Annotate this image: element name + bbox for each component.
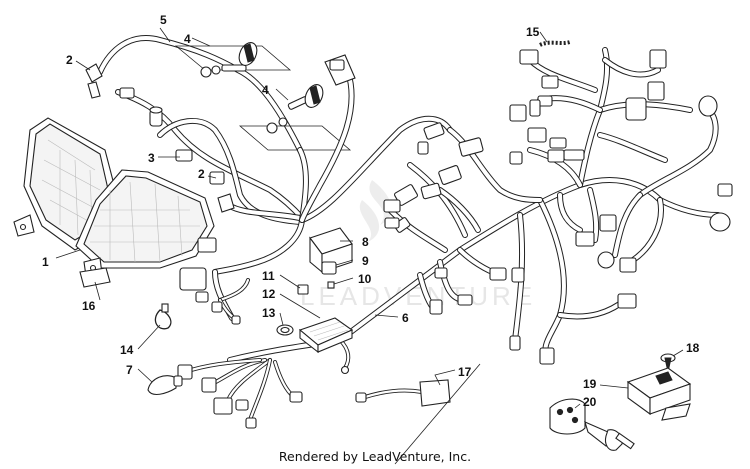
callout-19: 19 bbox=[583, 377, 597, 391]
relay-small bbox=[297, 261, 337, 295]
callout-6: 6 bbox=[402, 311, 409, 325]
bulb-socket-lower bbox=[175, 149, 235, 213]
callout-18: 18 bbox=[686, 341, 700, 355]
callout-14: 14 bbox=[120, 343, 134, 357]
connectors bbox=[177, 49, 733, 429]
callout-10: 10 bbox=[358, 272, 372, 286]
fuse-block bbox=[298, 317, 354, 354]
callout-9: 9 bbox=[362, 254, 369, 268]
key-fob bbox=[549, 398, 635, 451]
watermark-text: LEADVENTURE bbox=[300, 281, 536, 311]
callout-8: 8 bbox=[362, 235, 369, 249]
headlight-right bbox=[75, 169, 215, 277]
callout-numbers: 1 2 2 3 4 4 5 6 7 8 9 10 11 12 13 14 15 … bbox=[42, 13, 700, 409]
callout-3: 3 bbox=[148, 151, 155, 165]
warning-tag bbox=[79, 267, 111, 288]
callout-4: 4 bbox=[262, 83, 269, 97]
clamp bbox=[276, 324, 294, 336]
callout-12: 12 bbox=[262, 287, 276, 301]
callout-17: 17 bbox=[458, 365, 472, 379]
callout-13: 13 bbox=[262, 306, 276, 320]
callout-15: 15 bbox=[526, 25, 540, 39]
callout-2: 2 bbox=[66, 53, 73, 67]
leader-lines bbox=[55, 27, 684, 465]
callout-5: 5 bbox=[160, 13, 167, 27]
callout-16: 16 bbox=[82, 299, 96, 313]
sensor-pad bbox=[355, 379, 451, 407]
grommet bbox=[149, 106, 163, 127]
callout-1: 1 bbox=[42, 255, 49, 269]
security-module bbox=[626, 367, 692, 421]
cable-tie bbox=[154, 303, 172, 330]
coiled-connector bbox=[539, 40, 571, 47]
callout-7: 7 bbox=[126, 363, 133, 377]
callout-20: 20 bbox=[583, 395, 597, 409]
screw bbox=[660, 353, 676, 373]
callout-11: 11 bbox=[262, 269, 275, 283]
bulb-socket-upper bbox=[85, 63, 135, 99]
render-credit: Rendered by LeadVenture, Inc. bbox=[278, 449, 472, 464]
adjuster-knob-upper bbox=[174, 42, 292, 78]
callout-2: 2 bbox=[198, 167, 205, 181]
adjuster-knob-lower bbox=[238, 84, 352, 151]
callout-4: 4 bbox=[184, 32, 191, 46]
rubber-plug bbox=[147, 375, 183, 396]
